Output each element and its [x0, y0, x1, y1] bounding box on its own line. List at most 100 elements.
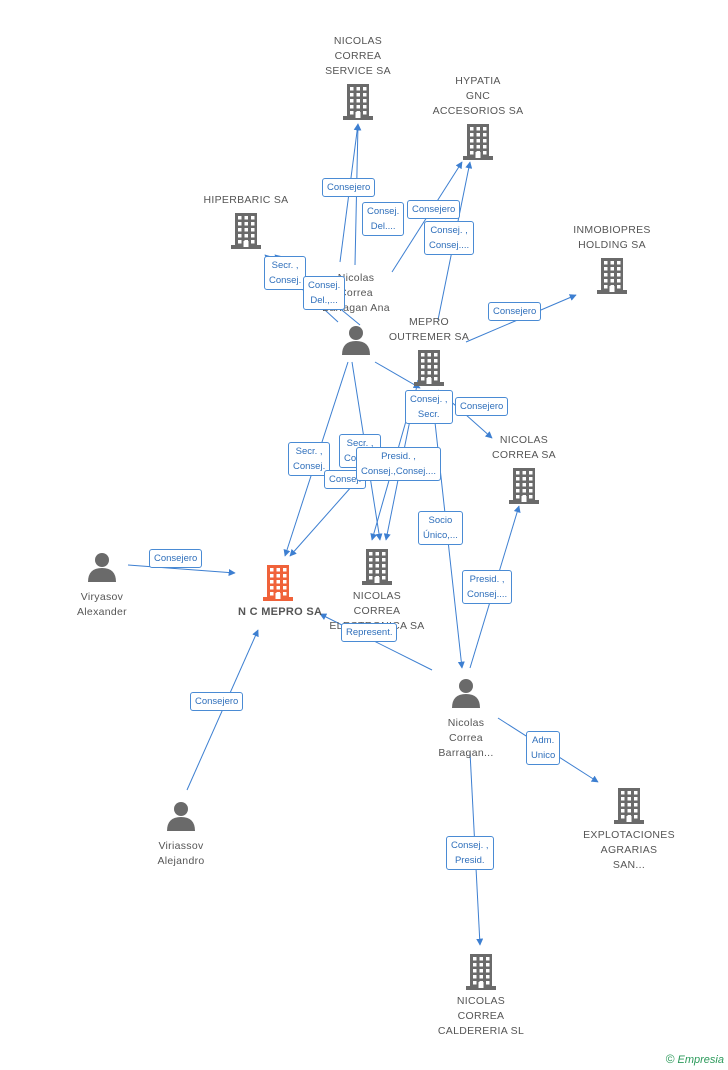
edge-line — [374, 361, 421, 389]
node-name-line: NICOLAS — [499, 434, 549, 446]
edge-label[interactable]: Secr. , Consej. — [288, 442, 331, 476]
node-name-line: CALDERERIA SL — [437, 1025, 525, 1037]
building-icon — [414, 350, 444, 386]
node-name-line: HOLDING SA — [578, 239, 646, 251]
credit: ©Empresia — [666, 1052, 724, 1066]
building-icon — [463, 124, 493, 160]
edge-label[interactable]: Secr. , Consej. — [264, 256, 307, 290]
edge-label-line: Secr. , — [271, 260, 299, 271]
node-ncmepro[interactable]: N C MEPRO SA — [238, 605, 348, 620]
edge-label-line: Consejero — [412, 204, 456, 215]
edge-label-line: Consej. , — [410, 394, 448, 405]
edge-label-line: Consej. — [308, 280, 341, 291]
node-name-line: INMOBIOPRES — [573, 224, 651, 236]
edge-label-line: Único,... — [423, 530, 458, 541]
node-name-line: SERVICE SA — [325, 65, 391, 77]
node-name-line: SAN... — [612, 859, 646, 871]
edge-label[interactable]: Presid. , Consej.... — [462, 570, 513, 604]
edge-label[interactable]: Consej. Del.,... — [303, 276, 346, 310]
brand-name: Empresia — [677, 1054, 724, 1066]
edge-line — [127, 564, 236, 577]
edge-label[interactable]: Consejero — [190, 692, 244, 711]
edge-label-line: Consejero — [154, 553, 198, 564]
node-name-line: CORREA — [457, 1010, 505, 1022]
node-name-line: OUTREMER SA — [388, 331, 470, 343]
node-name-line: Nicolas — [447, 717, 485, 729]
edge-label-line: Consej.... — [467, 589, 508, 600]
edge-label-line: Consej. , — [430, 225, 468, 236]
node-caldereria[interactable]: NICOLAS CORREA CALDERERIA SL — [426, 994, 536, 1039]
edge-label-line: Socio — [428, 515, 453, 526]
edge-line — [319, 613, 433, 671]
edge-label[interactable]: Consej. ,Presid. — [446, 836, 494, 870]
edge-label-line: Consej.,Consej.... — [361, 466, 436, 477]
building-icon — [231, 213, 261, 249]
node-name-line: HYPATIA — [455, 75, 501, 87]
edge-label[interactable]: Consejero — [488, 302, 542, 321]
node-name-line: Nicolas — [337, 272, 375, 284]
edge-label[interactable]: Consejero — [407, 200, 461, 219]
node-hiperbaric[interactable]: HIPERBARIC SA — [191, 193, 301, 208]
edge-label[interactable]: Presid. , Consej.,Consej.... — [356, 447, 441, 481]
edge-label-line: Secr. , — [295, 446, 323, 457]
person-icon — [166, 801, 196, 831]
copyright-icon: © — [665, 1052, 675, 1066]
edge-label-line: Consejero — [493, 306, 537, 317]
edge-label-line: Consej. — [367, 206, 400, 217]
node-name-line: N C MEPRO SA — [238, 606, 323, 618]
node-ncsa[interactable]: NICOLAS CORREA SA — [469, 433, 579, 463]
building-icon — [343, 84, 373, 120]
building-icon — [466, 954, 496, 990]
node-name-line: Correa — [339, 287, 373, 299]
edge-label[interactable]: Consejero — [455, 397, 509, 416]
node-name-line: AGRARIAS — [600, 844, 658, 856]
node-name-line: EXPLOTACIONES — [583, 829, 675, 841]
node-name-line: CORREA SA — [492, 449, 556, 461]
edge-label-line: Del.... — [370, 221, 396, 232]
edge-label[interactable]: Consejero — [149, 549, 203, 568]
edge-label[interactable]: Consej. , Secr. — [405, 390, 453, 424]
edge-label[interactable]: Consej. , Consej.... — [424, 221, 475, 255]
node-name-line: NICOLAS — [333, 35, 383, 47]
edge-label-line: Consejero — [460, 401, 504, 412]
edge-label[interactable]: Represent. — [341, 623, 398, 642]
edge-label-line: Del.,... — [310, 295, 338, 306]
node-name-line: Correa — [449, 732, 483, 744]
building-icon — [614, 788, 644, 824]
node-name-line: Barragan... — [438, 747, 494, 759]
edge-label-line: Represent. — [346, 627, 393, 638]
node-name-line: CORREA — [353, 605, 401, 617]
edge-label-line: Adm. — [532, 735, 555, 746]
edge-label-line: Presid. , — [381, 451, 416, 462]
edge-label-line: Secr. — [417, 409, 440, 420]
edge-label[interactable]: Consejero — [322, 178, 376, 197]
person-icon — [451, 678, 481, 708]
node-name-line: NICOLAS — [352, 590, 402, 602]
edge-label-line: Consej.... — [429, 240, 470, 251]
edge-label-line: Presid. , — [469, 574, 505, 585]
edge-label-line: Unico — [531, 750, 556, 761]
node-inmobiopres[interactable]: INMOBIOPRES HOLDING SA — [557, 223, 667, 253]
building-icon — [263, 565, 293, 601]
person-icon — [341, 325, 371, 355]
building-icon — [509, 468, 539, 504]
edge-label[interactable]: Consej. Del.... — [362, 202, 405, 236]
node-explotaciones[interactable]: EXPLOTACIONES AGRARIAS SAN... — [574, 828, 684, 873]
building-icon — [362, 549, 392, 585]
edge-label-line: Consej. , — [451, 840, 489, 851]
edge-label-line: Consejero — [327, 182, 371, 193]
edge-label-line: Consej. — [293, 461, 326, 472]
node-name-line: NICOLAS — [456, 995, 506, 1007]
edge-label-line: Consej. — [269, 275, 302, 286]
edge-label[interactable]: Adm. Unico — [526, 731, 561, 765]
node-name-line: Viriassov — [158, 840, 204, 852]
